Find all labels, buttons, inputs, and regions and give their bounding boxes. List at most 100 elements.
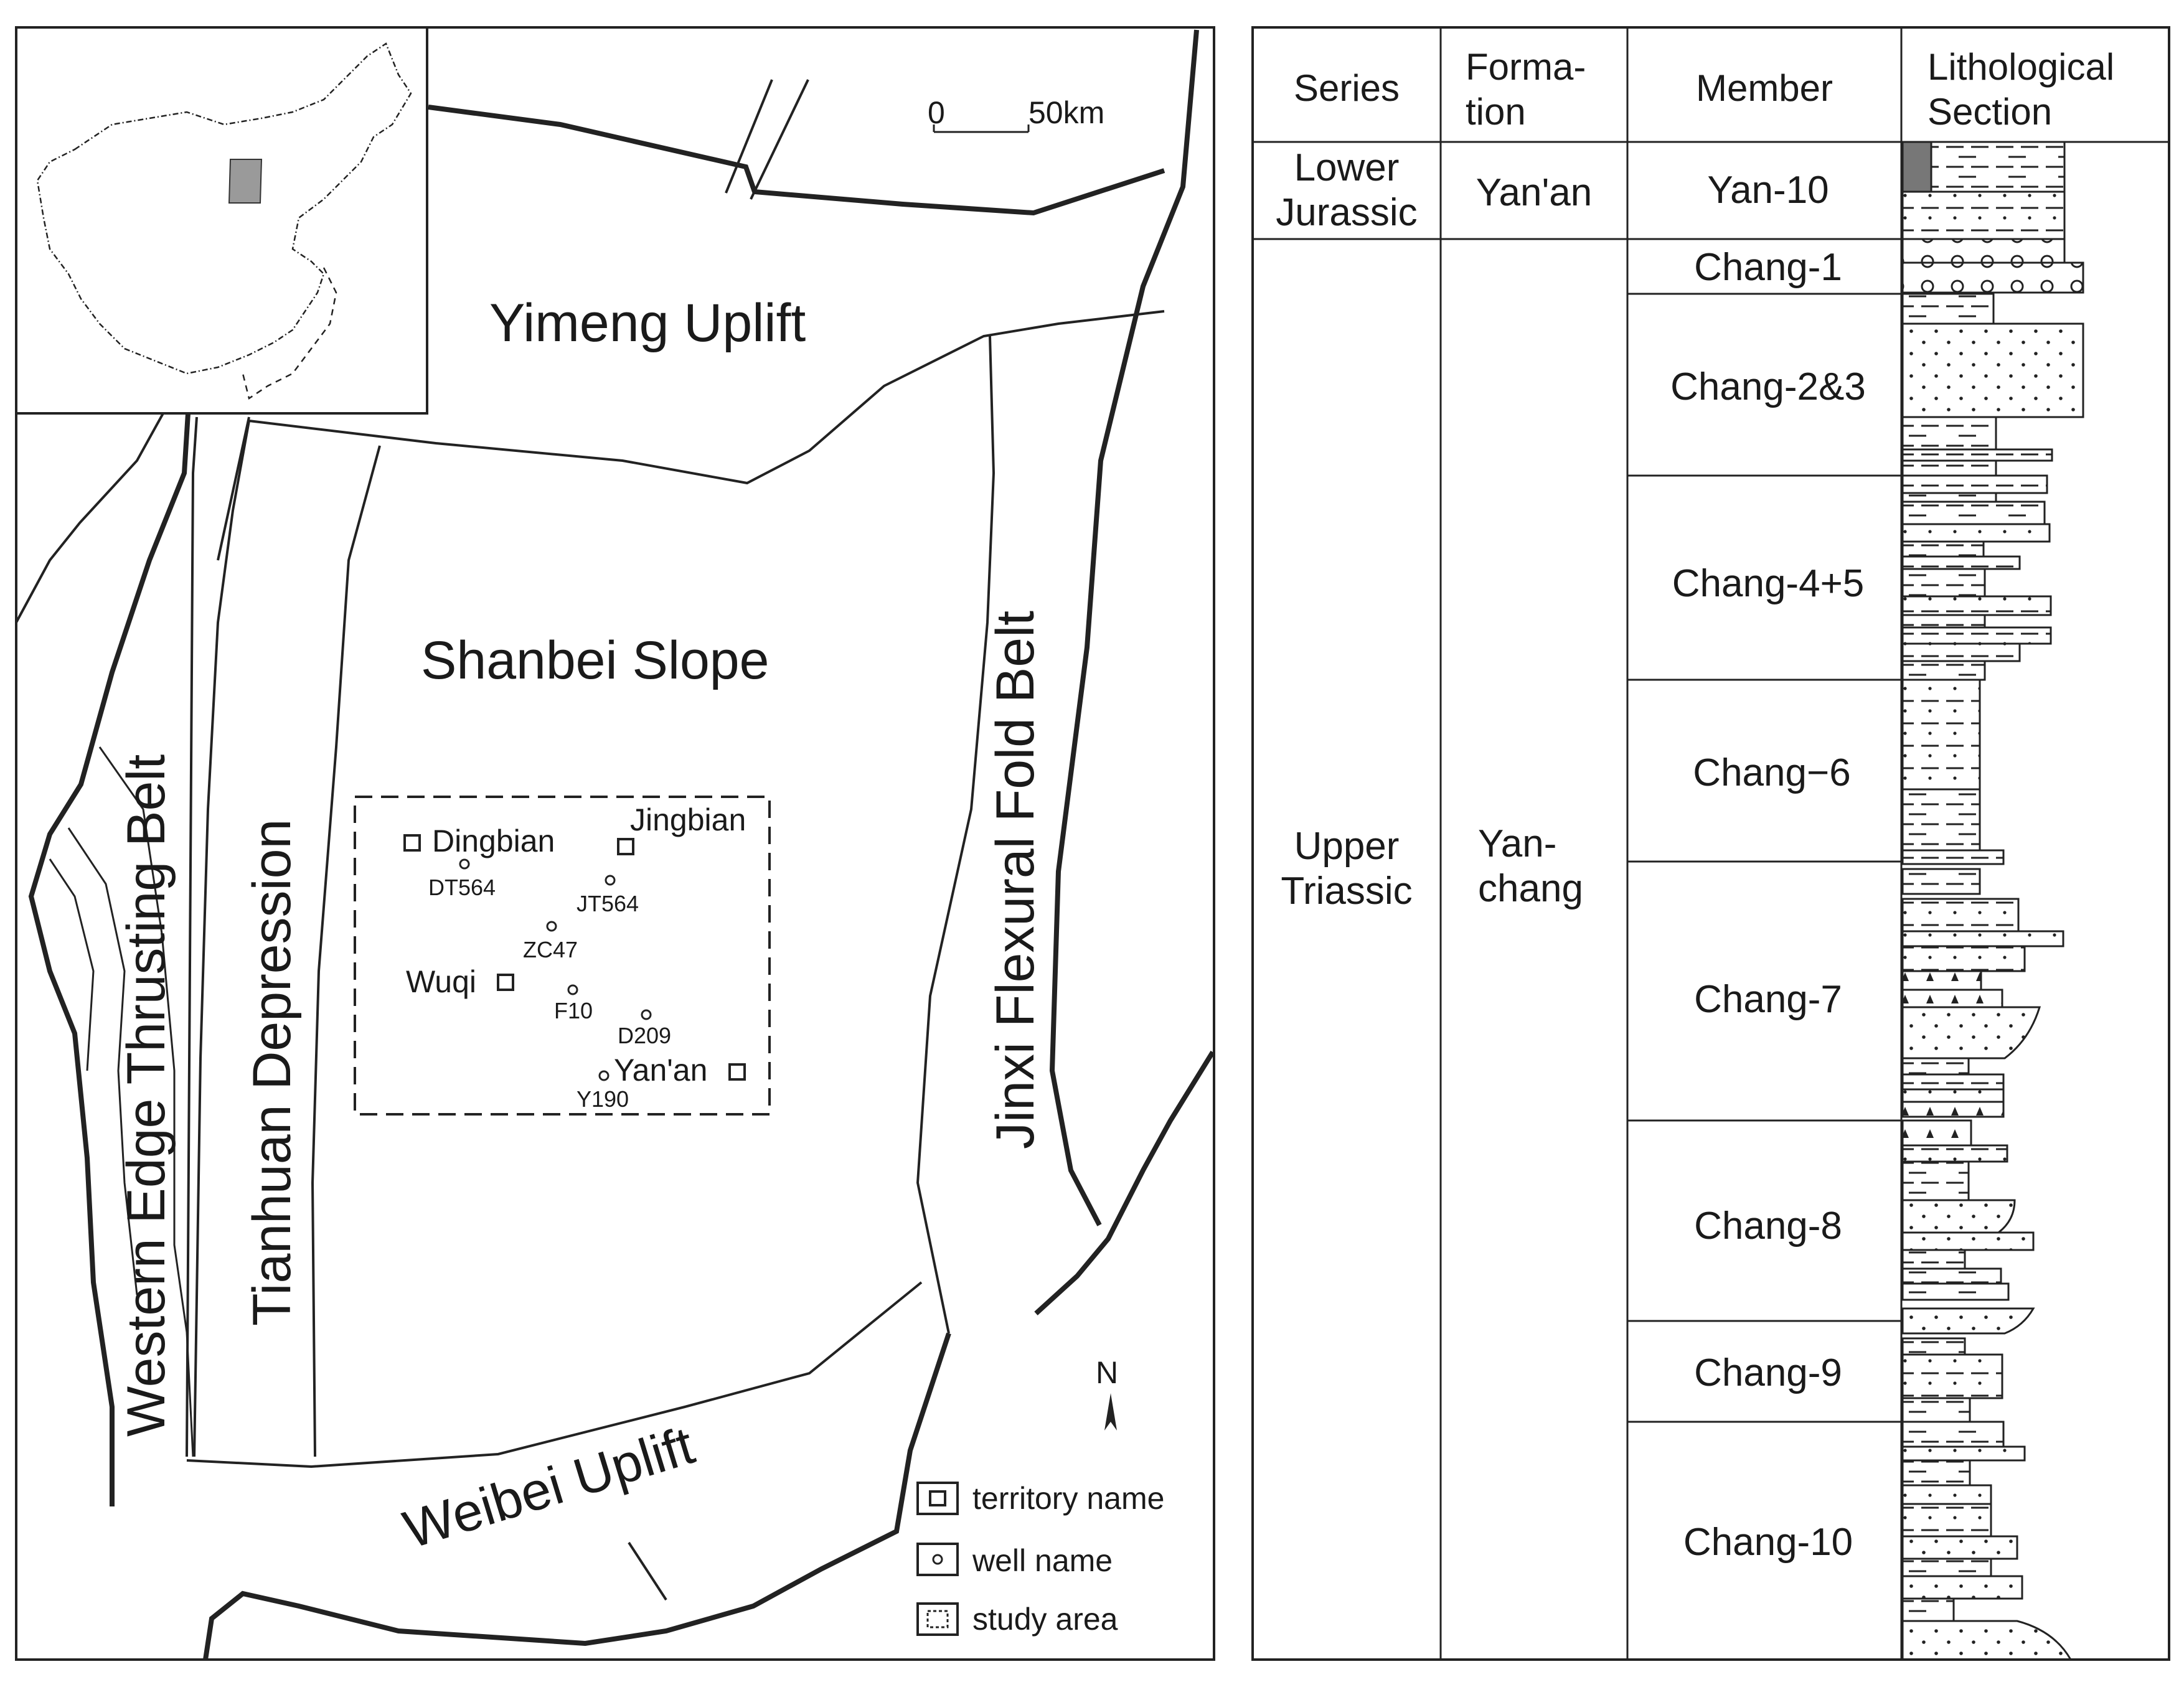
weibei-fault [203,1332,951,1660]
territory-label-yanan: Yan'an [614,1053,707,1088]
litho-bed [1901,1397,1971,1423]
litho-bed [1901,970,1982,991]
legend-study-area-label: study area [972,1602,1118,1637]
north-arrow-icon: N [1096,1355,1118,1431]
territory-marker-dingbian [403,834,421,852]
litho-lens [1901,1199,2016,1234]
legend-well-icon [932,1554,943,1565]
inset-frame [15,26,428,415]
yimeng-south-boundary [248,310,1165,485]
litho-bed [1901,868,1981,895]
well-marker-jt564 [605,875,616,886]
territory-marker-wuqi [497,974,514,991]
litho-bed [1901,1484,1992,1505]
litho-bed [1901,626,2052,645]
litho-bed [1901,1119,1972,1147]
well-marker-zc47 [546,921,557,932]
litho-bed [1901,555,2021,570]
litho-bed [1901,1057,1970,1076]
western-edge-line-b [186,416,198,1457]
well-label-y190: Y190 [577,1086,629,1112]
member-chang-1: Chang-1 [1694,246,1842,289]
column-grid-lines [1253,27,2169,1660]
short-fault-1 [217,416,250,561]
formation-yanan: Yan'an [1476,171,1593,214]
litho-bed [1901,261,2084,294]
series-lower-jurassic-line1: Lower [1294,146,1400,189]
litho-bed [1901,1088,2005,1103]
litho-bed [1901,1557,1992,1577]
litho-bed [1901,1353,2003,1399]
litho-bed [1901,1231,2035,1251]
region-label-weibei: Weibei Uplift [397,1416,700,1561]
region-label-shanbei: Shanbei Slope [421,631,769,690]
member-chang-6: Chang−6 [1693,751,1850,794]
member-chang-8: Chang-8 [1694,1205,1842,1247]
member-chang-7: Chang-7 [1694,978,1842,1021]
study-area: Dingbian Jingbian Wuqi Yan'an DT564 JT56… [354,796,771,1116]
region-label-tianhuan: Tianhuan Depression [242,819,302,1326]
member-yan-10: Yan-10 [1707,169,1829,212]
western-edge-line-e [49,858,95,1071]
southeast-fault [1034,1050,1215,1315]
weibei-cut-line [628,1541,667,1601]
geologic-map: 0 50km Yimeng Uplift Shanbei Slope Jinxi… [15,26,1215,1661]
slope-east-line [916,336,996,1334]
litho-bed [1901,1160,1970,1201]
litho-bed [1901,1597,1955,1622]
header-member: Member [1696,67,1833,109]
litho-bed [1901,1535,2018,1560]
northeast-fault [1049,29,1199,1226]
territory-label-dingbian: Dingbian [432,824,555,858]
legend-study-area-icon [926,1610,949,1628]
territory-marker-yanan [728,1063,746,1081]
litho-bed [1901,238,2066,264]
well-label-d209: D209 [618,1023,671,1048]
litho-bed [1901,1421,2005,1448]
litho-bed [1901,1144,2008,1163]
litho-bed [1901,1282,2010,1301]
litho-bed [1901,1445,2026,1462]
litho-bed [1901,1073,2005,1091]
well-label-f10: F10 [554,998,593,1023]
region-label-yimeng: Yimeng Uplift [489,293,806,353]
header-series: Series [1294,67,1400,109]
litho-bed [1901,322,2084,418]
western-edge-line-d [67,827,138,1295]
litho-bed [1901,1503,1992,1538]
litho-bed [1901,1337,1966,1356]
western-edge-line-c [98,746,194,1457]
litho-bed [1901,898,2020,933]
litho-coal-bed [1901,141,1932,193]
legend-territory-label: territory name [972,1481,1164,1516]
litho-bed [1901,930,2064,947]
scale-distance-label: 50km [1028,95,1104,130]
litho-bed [1901,190,2066,240]
litho-bed [1901,1101,2005,1118]
litho-bed [1901,989,2003,1008]
map-frame [15,26,1215,1661]
litho-bed [1901,474,2048,494]
header-formation-line2: tion [1466,91,1526,133]
series-lower-jurassic-line2: Jurassic [1276,191,1417,234]
region-label-jinxi: Jinxi Flexural Fold Belt [986,611,1045,1149]
northern-cut-line-1 [725,79,773,194]
legend-box-study-area [916,1602,959,1636]
litho-bed [1930,141,2066,193]
member-chang-9: Chang-9 [1694,1351,1842,1394]
china-outline [36,42,412,375]
litho-bed [1901,448,2053,462]
boundary-lines [15,29,1215,1660]
litho-bed [1901,945,2026,972]
territory-label-jingbian: Jingbian [630,802,746,837]
litho-bed [1901,1575,2023,1600]
series-upper-triassic-line2: Triassic [1281,870,1412,913]
western-edge-line-a [15,413,164,623]
legend-box-territory [916,1482,959,1515]
formation-yanchang-line1: Yan- [1478,822,1556,865]
western-thrust-fault [28,413,191,1506]
litho-bed [1901,1267,2002,1285]
litho-lens [1901,1307,2035,1335]
legend-territory-icon [929,1490,946,1506]
